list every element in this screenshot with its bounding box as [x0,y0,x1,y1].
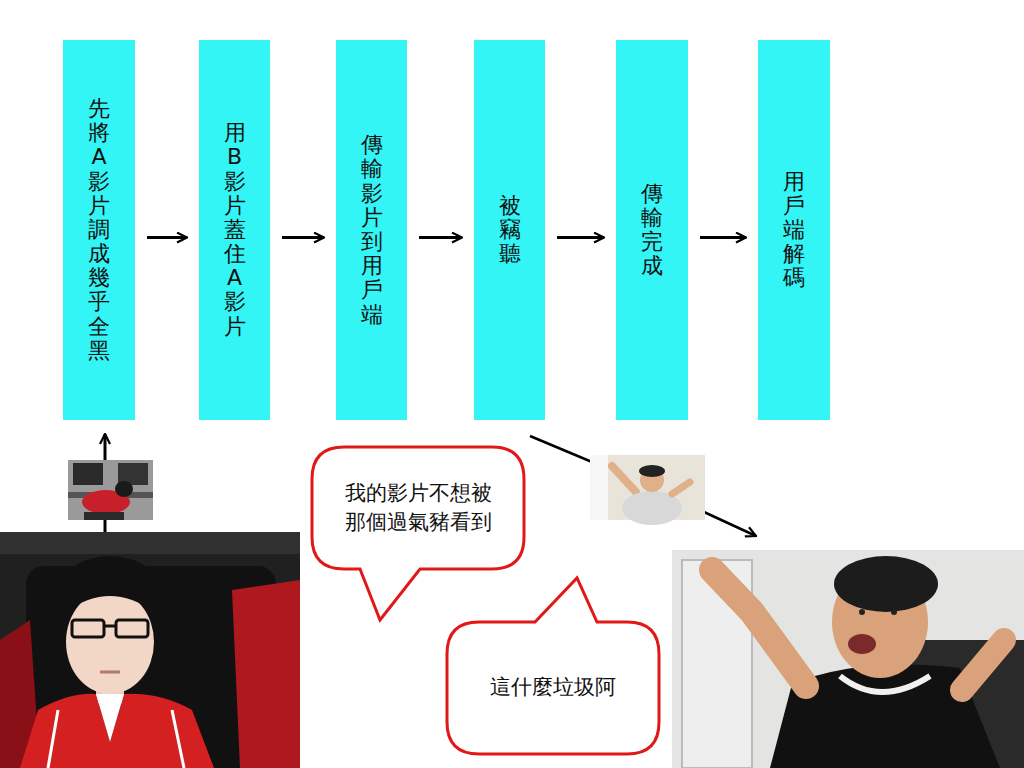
photo-jacket-stripe [172,710,184,768]
photo-person-face [66,590,154,694]
photo-person-head [115,481,133,497]
photo-banner [0,532,300,554]
box-text: 傳輸完成 [641,182,663,279]
box-text: 被竊聽 [499,194,521,267]
bubble-outline [312,447,524,569]
photo-person-fringe [66,582,154,613]
process-box: 用戶端解碼 [758,40,830,420]
process-box: 傳輸影片到用戶端 [336,40,407,420]
photo-person-arm [672,482,690,494]
photo-chair [84,512,124,520]
box-text: 用戶端解碼 [783,170,805,291]
photo-headphones [840,676,930,692]
photo-person-hair [834,556,938,612]
photo-background [672,550,1024,768]
leader-line [530,436,592,462]
flow-arrow [419,236,462,239]
photo-person-arm [612,466,636,492]
photo-person-shirt [96,694,124,742]
bubble-shape [312,447,524,620]
process-box: 先將A影片調成幾乎全黑 [63,40,135,420]
photo-person-jacket [20,694,214,768]
photo-person-glasses [72,620,104,637]
photo-monitor [73,463,103,485]
photo-person-arm [962,640,1004,690]
photo-person-glasses [104,625,116,628]
speech-bubble: 這什麼垃圾阿 [447,622,659,754]
photo-person-mouth [848,634,876,654]
bubble-text: 這什麼垃圾阿 [473,673,633,702]
flow-arrow [282,236,324,239]
photo-person-eye [859,609,865,615]
flow-arrow [557,236,604,239]
photo-chair-side [232,580,300,768]
box-text: 用B影片蓋住A影片 [224,121,246,339]
photo-person-eye [891,609,897,615]
speech-bubble: 我的影片不想被 那個過氣豬看到 [312,447,524,569]
leader-arrow [704,512,756,536]
bubble-shape [447,578,659,754]
box-text: 先將A影片調成幾乎全黑 [88,97,110,363]
photo-person-mouth [100,671,120,674]
process-box: 用B影片蓋住A影片 [199,40,270,420]
photo-person-arm [712,570,806,686]
photo-jacket-stripe [48,710,58,768]
photo-person-hair [639,465,665,477]
bubble-text: 我的影片不想被 那個過氣豬看到 [338,479,498,538]
photo-window [590,455,608,520]
flow-arrow [700,236,746,239]
process-box: 傳輸完成 [616,40,688,420]
box-text: 傳輸影片到用戶端 [361,133,383,327]
process-box: 被竊聽 [474,40,545,420]
flow-arrow [147,236,187,239]
photo-background [68,460,153,520]
photo-background [0,532,300,768]
photo-person-glasses [116,620,148,637]
